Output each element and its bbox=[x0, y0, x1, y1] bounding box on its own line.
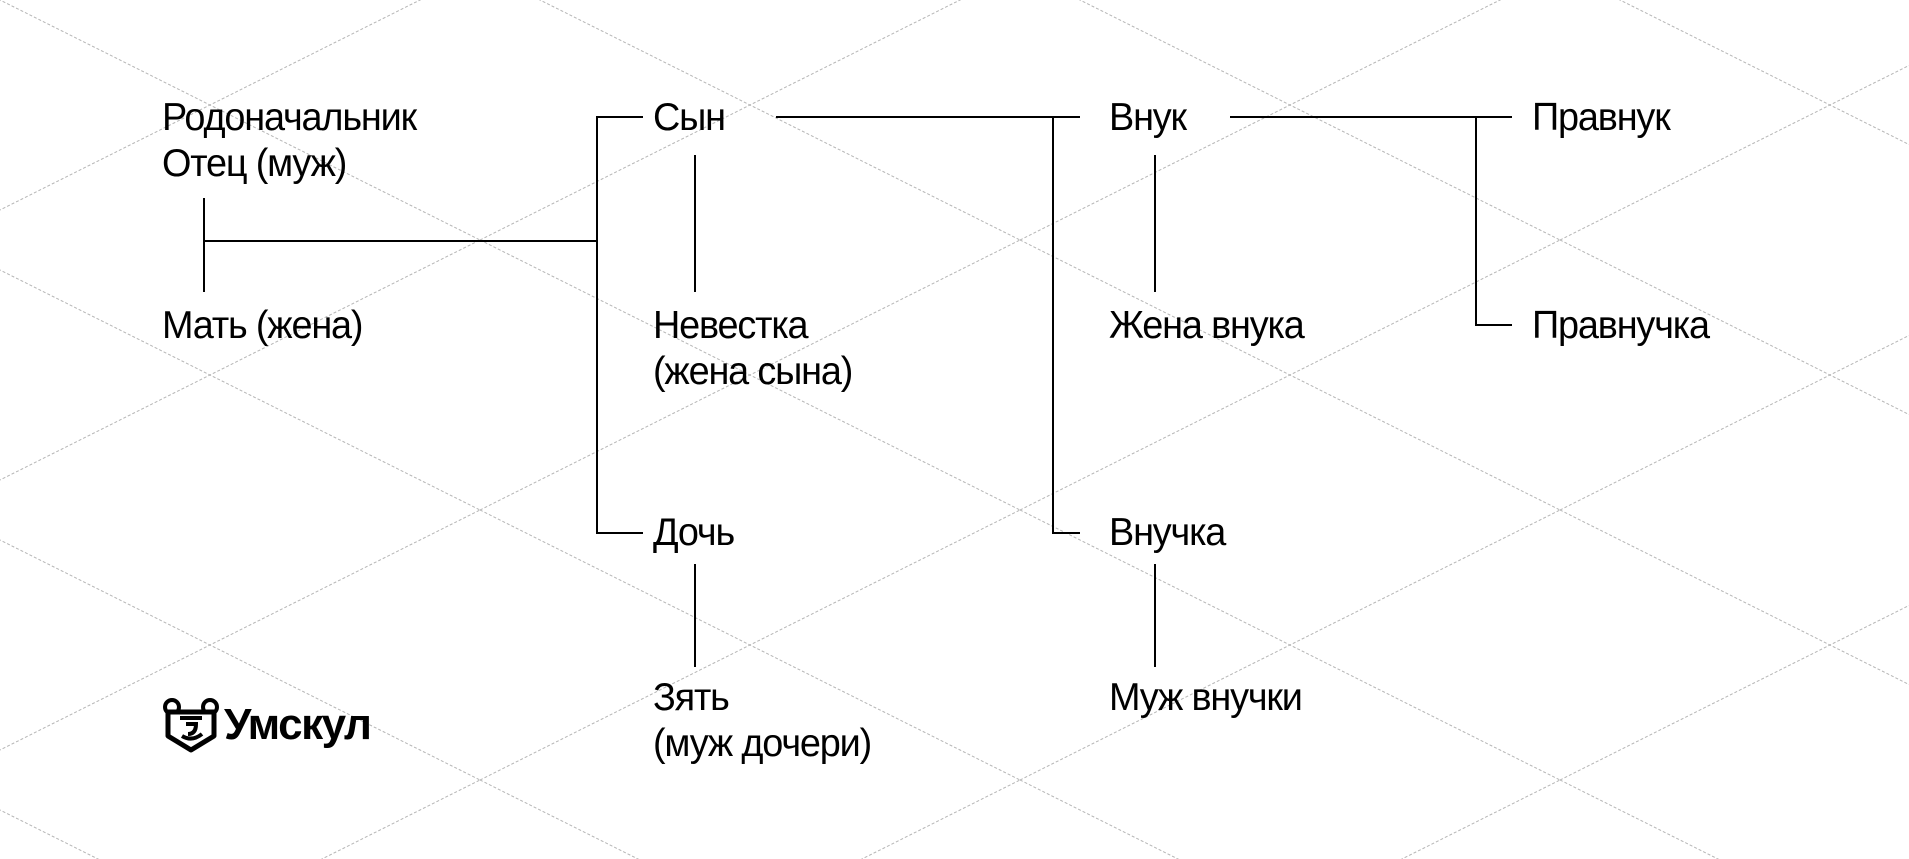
daughter-spouse-line bbox=[694, 564, 696, 667]
great-granddaughter-branch bbox=[1475, 324, 1512, 326]
son-wife-label: Невестка bbox=[653, 304, 809, 347]
grandson-spouse-line bbox=[1154, 155, 1156, 292]
son-wife-note: (жена сына) bbox=[653, 350, 853, 393]
founder-label: Родоначальник bbox=[162, 96, 417, 139]
node-granddaughter: Внучка bbox=[1109, 511, 1226, 554]
node-son-wife: Невестка (жена сына) bbox=[653, 303, 853, 395]
son-grandchildren-line bbox=[776, 116, 1080, 118]
founder-spouse-line bbox=[203, 198, 205, 292]
node-daughter-husband: Зять (муж дочери) bbox=[653, 675, 872, 767]
son-branch bbox=[596, 116, 643, 118]
father-label: Отец (муж) bbox=[162, 142, 347, 185]
daughter-husband-note: (муж дочери) bbox=[653, 722, 872, 765]
node-daughter: Дочь bbox=[653, 511, 735, 554]
logo: Умскул bbox=[162, 696, 372, 754]
son-spouse-line bbox=[694, 155, 696, 292]
bear-icon bbox=[163, 698, 219, 753]
grandchildren-bracket bbox=[1052, 116, 1054, 534]
logo-wordmark: Умскул bbox=[224, 700, 372, 749]
node-mother: Мать (жена) bbox=[162, 304, 364, 347]
node-great-granddaughter: Правнучка bbox=[1532, 304, 1710, 347]
daughter-branch bbox=[596, 532, 643, 534]
node-founder: Родоначальник Отец (муж) bbox=[162, 95, 417, 187]
greatgrandchildren-bracket bbox=[1475, 116, 1477, 326]
node-granddaughter-husband: Муж внучки bbox=[1109, 676, 1303, 719]
daughter-husband-label: Зять bbox=[653, 676, 730, 719]
parents-children-line bbox=[203, 240, 598, 242]
node-grandson-wife: Жена внука bbox=[1109, 304, 1305, 347]
node-grandson: Внук bbox=[1109, 96, 1187, 139]
granddaughter-branch bbox=[1052, 532, 1080, 534]
grandson-greatgrandchildren-line bbox=[1230, 116, 1512, 118]
children-bracket bbox=[596, 116, 598, 534]
node-great-grandson: Правнук bbox=[1532, 96, 1671, 139]
granddaughter-spouse-line bbox=[1154, 564, 1156, 667]
node-son: Сын bbox=[653, 96, 726, 139]
